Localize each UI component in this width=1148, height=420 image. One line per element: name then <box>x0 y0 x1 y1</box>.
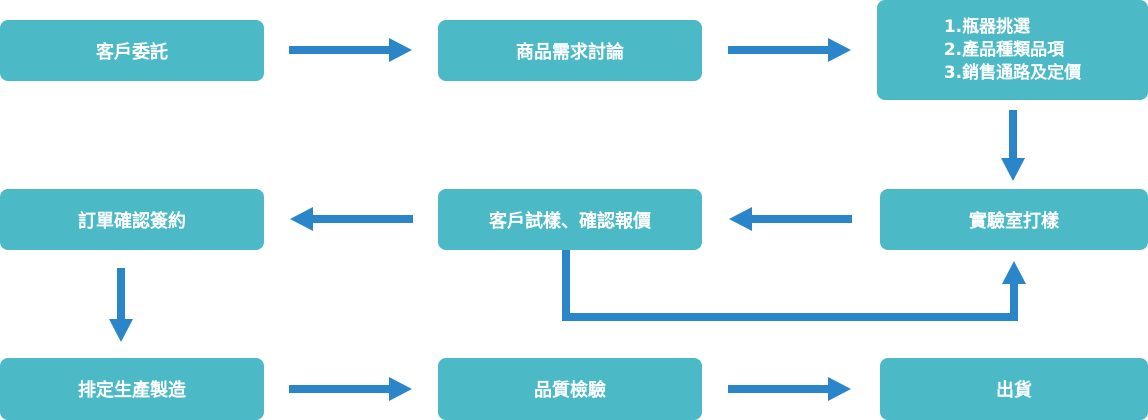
arrow-right-2 <box>728 38 851 62</box>
step-client-commission-label: 客戶委託 <box>96 41 168 63</box>
step-product-needs-discussion: 商品需求討論 <box>438 20 702 81</box>
arrow-right-4 <box>728 377 851 401</box>
arrow-left-1 <box>729 207 852 231</box>
planning-item-product-types: 2.產品種類品項 <box>943 39 1065 60</box>
arrow-down-2 <box>109 268 133 342</box>
arrow-right-3 <box>289 377 412 401</box>
step-client-commission: 客戶委託 <box>0 20 264 81</box>
planning-item-channels-pricing: 3.銷售通路及定價 <box>943 62 1082 83</box>
step-order-contract: 訂單確認簽約 <box>0 189 264 250</box>
step-lab-sampling: 實驗室打樣 <box>880 189 1148 250</box>
step-production-scheduling: 排定生產製造 <box>0 358 264 420</box>
planning-details-list: 1.瓶器挑選 2.產品種類品項 3.銷售通路及定價 <box>944 16 1081 85</box>
planning-item-bottle-selection: 1.瓶器挑選 <box>943 16 1031 37</box>
step-lab-sampling-label: 實驗室打樣 <box>969 210 1059 232</box>
step-quality-inspection: 品質檢驗 <box>438 358 702 420</box>
arrow-right-1 <box>289 38 412 62</box>
step-planning-details: 1.瓶器挑選 2.產品種類品項 3.銷售通路及定價 <box>877 0 1148 100</box>
step-production-scheduling-label: 排定生產製造 <box>78 380 186 401</box>
arrow-down-1 <box>1001 110 1025 181</box>
arrow-feedback-loop <box>562 250 1026 321</box>
step-product-needs-discussion-label: 商品需求討論 <box>516 41 624 63</box>
step-shipping: 出貨 <box>880 358 1148 420</box>
arrow-left-2 <box>290 207 413 231</box>
step-sample-trial-quote: 客戶試樣、確認報價 <box>438 189 702 250</box>
step-shipping-label: 出貨 <box>996 380 1032 401</box>
step-quality-inspection-label: 品質檢驗 <box>534 380 606 401</box>
step-sample-trial-quote-label: 客戶試樣、確認報價 <box>489 210 651 232</box>
step-order-contract-label: 訂單確認簽約 <box>78 210 186 232</box>
